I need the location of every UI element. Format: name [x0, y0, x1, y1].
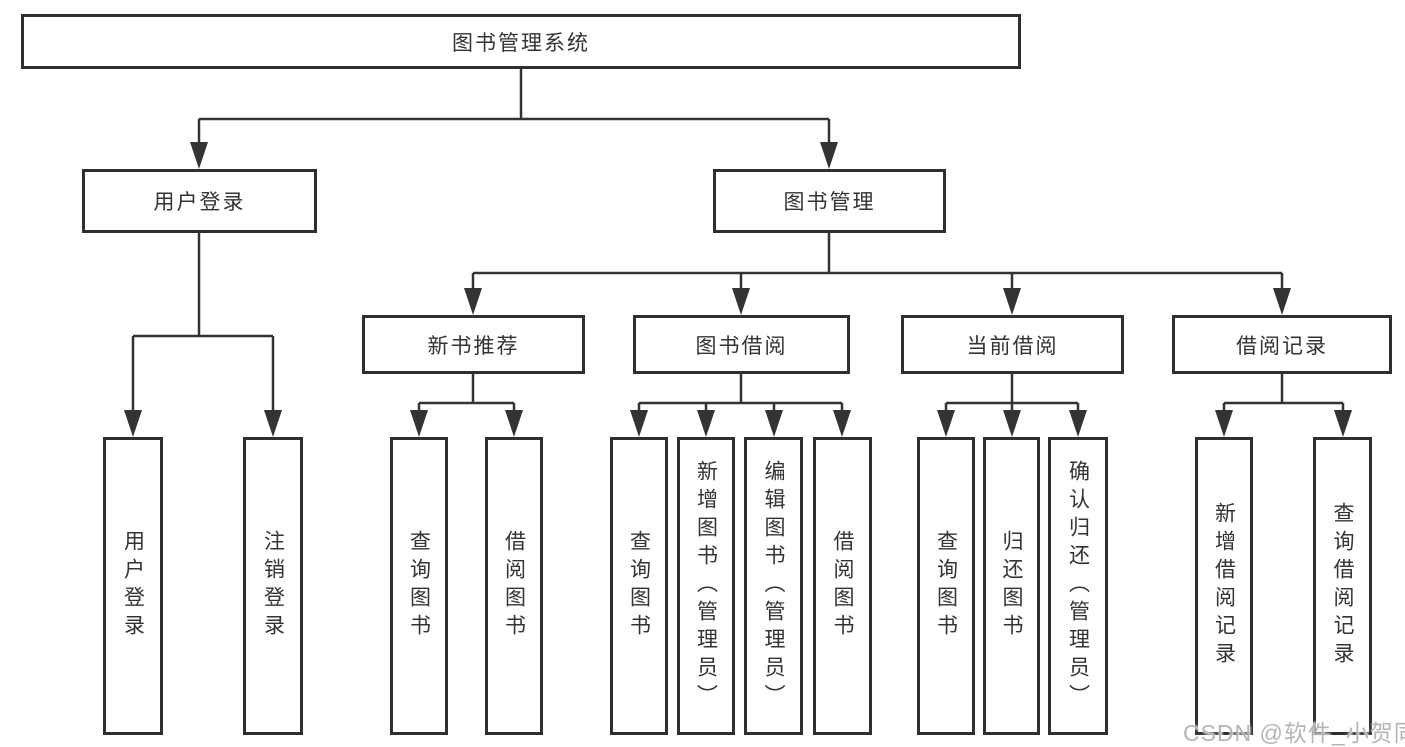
- node-label: 归还图书: [1000, 530, 1023, 642]
- tree-edges: [131, 67, 1345, 414]
- node-label: 新增图书（管理员）: [694, 460, 718, 712]
- node-book-management: 图书管理: [713, 169, 946, 233]
- arrowhead-icon: [1334, 410, 1352, 437]
- arrowhead-icon: [1273, 288, 1291, 315]
- node-current-borrowing: 当前借阅: [901, 315, 1124, 374]
- node-label: 查询借阅记录: [1331, 502, 1354, 670]
- node-query-books-recommend: 查询图书: [390, 437, 448, 735]
- node-add-borrow-record: 新增借阅记录: [1195, 437, 1253, 735]
- node-add-book-admin: 新增图书（管理员）: [677, 437, 735, 735]
- node-label: 借阅记录: [1236, 334, 1328, 358]
- arrowheads: [124, 142, 1352, 437]
- node-new-book-recommendation: 新书推荐: [362, 315, 585, 374]
- arrowhead-icon: [765, 410, 783, 437]
- node-return-book: 归还图书: [983, 437, 1040, 735]
- node-label: 图书管理系统: [452, 31, 590, 55]
- node-borrowing-records: 借阅记录: [1172, 315, 1392, 374]
- arrowhead-icon: [505, 410, 523, 437]
- node-label: 编辑图书（管理员）: [762, 460, 785, 712]
- node-label: 查询图书: [934, 530, 958, 642]
- node-label: 注销登录: [261, 530, 285, 642]
- node-user-login: 用户登录: [82, 169, 317, 233]
- node-query-books-current: 查询图书: [917, 437, 975, 735]
- node-query-books-borrowing: 查询图书: [610, 437, 668, 735]
- node-label: 借阅图书: [831, 530, 854, 642]
- arrowhead-icon: [1069, 410, 1087, 437]
- node-label: 查询图书: [627, 530, 651, 642]
- node-confirm-return-admin: 确认归还（管理员）: [1048, 437, 1108, 735]
- arrowhead-icon: [124, 410, 142, 437]
- arrowhead-icon: [937, 410, 955, 437]
- node-label: 新增借阅记录: [1212, 502, 1236, 670]
- node-label: 查询图书: [407, 530, 431, 642]
- arrowhead-icon: [630, 410, 648, 437]
- node-book-borrowing: 图书借阅: [633, 315, 850, 374]
- arrowhead-icon: [464, 288, 482, 315]
- node-query-borrow-record: 查询借阅记录: [1313, 437, 1372, 735]
- arrowhead-icon: [732, 288, 750, 315]
- node-borrow-books-borrowing: 借阅图书: [813, 437, 872, 735]
- node-logout: 注销登录: [243, 437, 303, 735]
- arrowhead-icon: [820, 142, 838, 169]
- node-label: 图书借阅: [695, 334, 788, 358]
- node-edit-book-admin: 编辑图书（管理员）: [744, 437, 803, 735]
- node-label: 图书管理: [783, 191, 876, 214]
- arrowhead-icon: [1003, 288, 1021, 315]
- arrowhead-icon: [264, 410, 282, 437]
- arrowhead-icon: [1003, 410, 1021, 437]
- arrowhead-icon: [190, 142, 208, 169]
- node-label: 确认归还（管理员）: [1066, 460, 1090, 712]
- node-library-management-system: 图书管理系统: [21, 14, 1021, 69]
- arrowhead-icon: [1215, 410, 1233, 437]
- node-label: 当前借阅: [966, 334, 1059, 358]
- csdn-watermark: CSDN @软件_小贺同学: [1183, 720, 1405, 746]
- arrowhead-icon: [833, 410, 851, 437]
- node-user-login-leaf: 用户登录: [103, 437, 163, 735]
- arrowhead-icon: [410, 410, 428, 437]
- node-label: 用户登录: [153, 191, 246, 214]
- node-label: 新书推荐: [427, 334, 520, 358]
- node-label: 借阅图书: [502, 530, 526, 642]
- node-borrow-books-recommend: 借阅图书: [485, 437, 543, 735]
- node-label: 用户登录: [121, 530, 145, 642]
- arrowhead-icon: [697, 410, 715, 437]
